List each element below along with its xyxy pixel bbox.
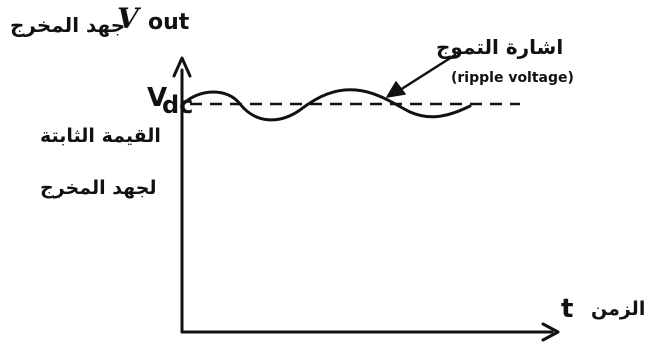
x-axis-arrowhead xyxy=(541,322,560,342)
dc-level-description-line2: لجهد المخرج xyxy=(40,177,157,199)
dc-level-symbol-subscript: dc xyxy=(162,91,194,119)
ripple-pointer-line xyxy=(398,53,457,92)
ripple-label-arabic: اشارة التموج xyxy=(436,35,564,59)
y-axis-arrowhead xyxy=(172,56,192,78)
y-axis-label-arabic: جهد المخرج xyxy=(10,13,126,37)
y-axis-symbol-subscript: out xyxy=(148,10,190,35)
x-axis-symbol: t xyxy=(561,294,574,324)
dc-level-description-line1: القيمة الثابتة xyxy=(40,125,161,147)
ripple-label-english: (ripple voltage) xyxy=(451,70,574,86)
x-axis-label-arabic: الزمن xyxy=(591,298,645,320)
dc-level-symbol: V xyxy=(147,83,168,113)
ripple-pointer-arrowhead xyxy=(386,81,406,98)
y-axis-symbol: V xyxy=(117,2,139,35)
ripple-waveform xyxy=(181,88,472,122)
